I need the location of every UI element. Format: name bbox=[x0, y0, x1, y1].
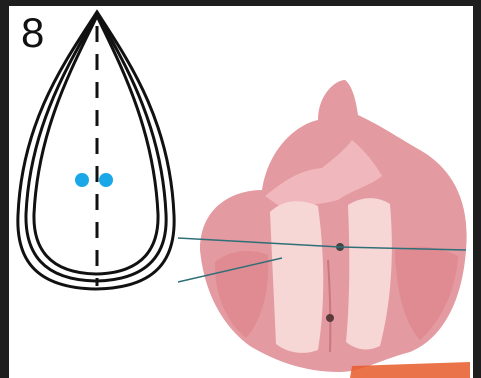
blue-dot-left-icon bbox=[75, 173, 89, 187]
folded-fabric-photo bbox=[200, 80, 470, 378]
blue-dot-right-icon bbox=[99, 173, 113, 187]
